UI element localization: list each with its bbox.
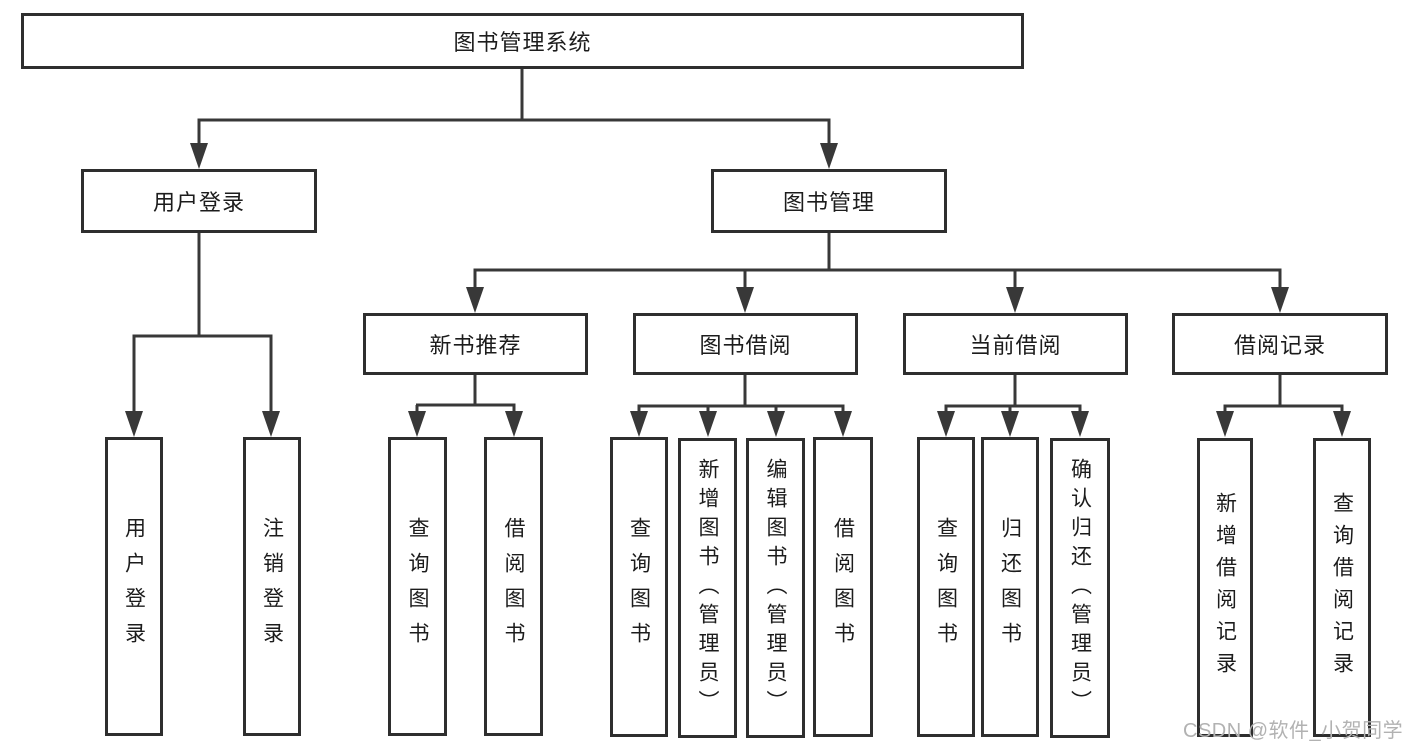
- node-root-system: 图书管理系统: [21, 13, 1024, 69]
- csdn-watermark: CSDN @软件_小贺同学: [1183, 720, 1404, 742]
- node-borrow-record: 借阅记录: [1172, 313, 1388, 375]
- leaf-query-borrow-record: 查询借阅记录: [1313, 438, 1371, 737]
- leaf-confirm-return-admin: 确认归还（管理员）: [1050, 438, 1110, 738]
- leaf-query-books-current-label: 查询图书: [934, 517, 958, 657]
- leaf-edit-books-admin-label: 编辑图书（管理员）: [764, 457, 787, 719]
- node-user-login: 用户登录: [81, 169, 317, 233]
- leaf-add-borrow-record-label: 新增借阅记录: [1213, 491, 1237, 684]
- leaf-query-books-recommend-label: 查询图书: [406, 516, 429, 657]
- connector-root-to-branches: [190, 69, 838, 169]
- node-borrow-record-label: 借阅记录: [1233, 333, 1326, 358]
- node-root-label: 图书管理系统: [453, 30, 592, 55]
- node-current-borrow: 当前借阅: [903, 313, 1128, 375]
- leaf-query-books-borrow: 查询图书: [610, 437, 668, 737]
- node-user-login-label: 用户登录: [152, 190, 245, 215]
- leaf-query-borrow-record-label: 查询借阅记录: [1330, 491, 1354, 684]
- leaf-borrow-books-label: 借阅图书: [831, 517, 855, 657]
- leaf-borrow-books-recommend-label: 借阅图书: [502, 516, 525, 657]
- node-book-borrow: 图书借阅: [633, 313, 858, 375]
- leaf-user-login: 用户登录: [105, 437, 163, 736]
- node-new-book-recommend-label: 新书推荐: [429, 333, 522, 358]
- connector-borrow-record-to-leaves: [1216, 375, 1351, 437]
- leaf-query-books-current: 查询图书: [917, 437, 975, 737]
- leaf-return-books-label: 归还图书: [998, 517, 1022, 657]
- leaf-add-books-admin-label: 新增图书（管理员）: [696, 457, 719, 719]
- connector-user-login-to-leaves: [125, 233, 280, 437]
- leaf-logout-label: 注销登录: [260, 516, 284, 657]
- node-book-management: 图书管理: [711, 169, 947, 233]
- node-book-management-label: 图书管理: [782, 190, 875, 215]
- leaf-query-books-recommend: 查询图书: [388, 437, 447, 736]
- leaf-add-books-admin: 新增图书（管理员）: [678, 438, 737, 738]
- connector-book-borrow-to-leaves: [630, 374, 852, 437]
- leaf-confirm-return-admin-label: 确认归还（管理员）: [1068, 457, 1092, 719]
- node-new-book-recommend: 新书推荐: [363, 313, 588, 375]
- connector-management-to-sections: [466, 233, 1289, 313]
- leaf-borrow-books-recommend: 借阅图书: [484, 437, 543, 736]
- leaf-borrow-books: 借阅图书: [813, 437, 873, 737]
- leaf-logout: 注销登录: [243, 437, 301, 736]
- leaf-query-books-borrow-label: 查询图书: [627, 517, 651, 657]
- leaf-add-borrow-record: 新增借阅记录: [1197, 438, 1253, 737]
- connector-current-borrow-to-leaves: [937, 374, 1089, 437]
- leaf-edit-books-admin: 编辑图书（管理员）: [746, 438, 805, 738]
- leaf-return-books: 归还图书: [981, 437, 1039, 737]
- leaf-user-login-label: 用户登录: [122, 516, 146, 657]
- connector-new-book-to-leaves: [408, 375, 523, 437]
- node-book-borrow-label: 图书借阅: [699, 333, 792, 358]
- node-current-borrow-label: 当前借阅: [969, 333, 1062, 358]
